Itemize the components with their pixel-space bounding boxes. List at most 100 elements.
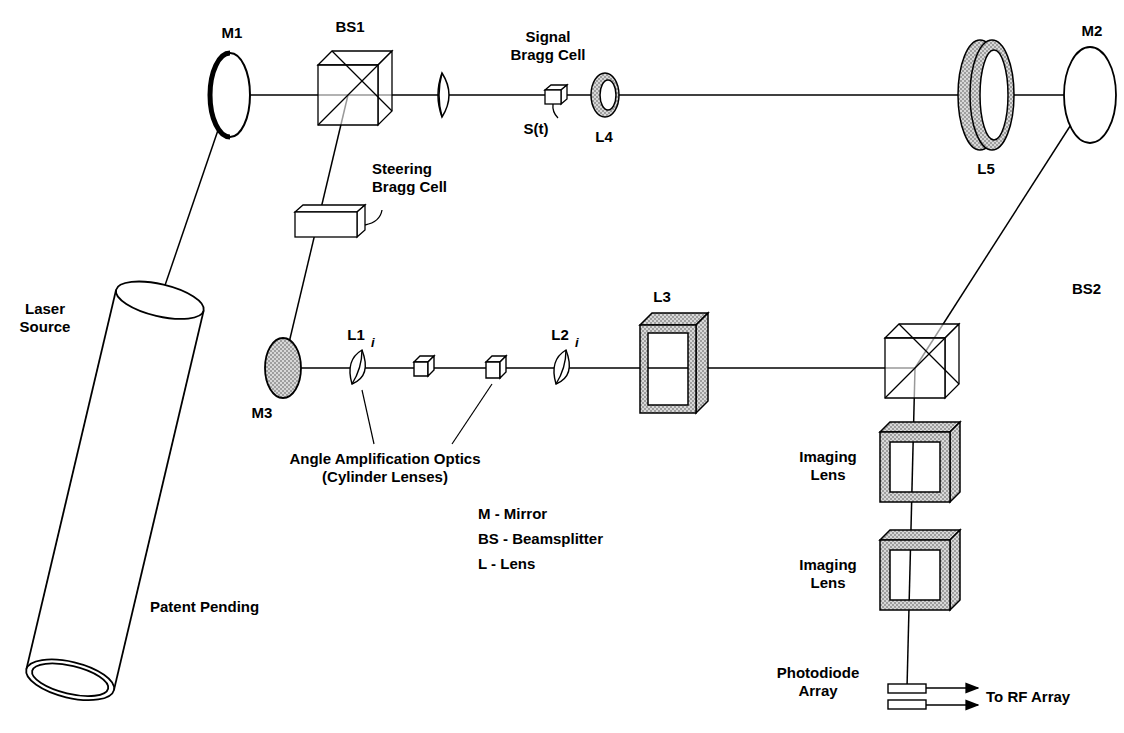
part-label: L4 [595,128,613,146]
part-label: L2 [551,326,569,344]
part-label: L - Lens [478,555,535,573]
cylinder-lens [414,362,428,376]
part-label: BS - Beamsplitter [478,530,603,548]
leader-line [362,390,374,444]
part-label: Imaging Lens [791,556,866,592]
lens-frame [696,313,708,413]
imaging-lens [880,530,960,540]
cylinder-lens [428,356,434,376]
bragg-cell [365,210,382,225]
cylinder-lens [350,350,365,384]
lens [438,73,449,117]
cylinder-lens [486,356,506,378]
beamsplitter-cube [945,324,959,398]
photodiode-array [888,684,926,693]
part-label: L5 [977,160,995,178]
bragg-cell [295,212,357,237]
cylinder-lens [500,356,506,378]
bragg-cell [553,104,558,118]
bragg-cell [545,90,561,104]
lens [591,73,619,117]
part-label: i [575,334,579,352]
part-label: Laser Source [10,300,80,336]
lens-frame [640,313,708,413]
imaging-lens [880,422,960,502]
part-label: Imaging Lens [791,448,866,484]
part-label: Angle Amplification Optics (Cylinder Len… [265,450,505,486]
laser-beam [283,367,915,369]
beamsplitter-cube [318,51,392,125]
part-label: Signal Bragg Cell [505,28,591,64]
mirror [265,338,301,398]
beamsplitter-cube [885,338,945,398]
beamsplitter-cube [318,65,378,125]
part-label: Steering Bragg Cell [372,160,467,196]
beamsplitter-cube [899,324,959,384]
cylinder-lens [350,350,365,384]
lens [439,73,449,117]
cylinder-lens [554,350,569,384]
mirror [210,53,230,137]
lens [980,50,1008,140]
beamsplitter-cube [378,51,392,125]
imaging-lens [880,530,960,610]
part-label: BS2 [1072,280,1101,298]
part-label: M3 [252,404,273,422]
lens [600,80,616,110]
part-label: To RF Array [986,688,1070,706]
photodiode-array [926,704,978,705]
cylinder-lens [556,350,566,384]
photodiode-array [888,684,978,709]
photodiode-array [888,700,926,709]
part-label: Patent Pending [150,598,259,616]
imaging-lens [950,422,960,502]
imaging-lens [880,432,950,502]
cylinder-lens [554,350,569,384]
imaging-lens [950,530,960,610]
part-label: BS1 [335,18,364,36]
laser-source [112,274,207,326]
photodiode-array [926,687,978,688]
imaging-lens [880,422,960,432]
imaging-lens [880,540,950,610]
laser-source [29,657,111,702]
lens [438,73,442,117]
bragg-cell [357,205,365,237]
laser-beam [907,368,915,688]
mirror [1064,47,1116,143]
bragg-cell [561,85,567,104]
cylinder-lens [414,356,434,376]
bragg-cell [295,205,365,212]
laser-source [26,290,116,670]
mirror [210,53,250,137]
beamsplitter-cube [885,338,945,398]
laser-source [22,652,118,708]
laser-source [22,274,207,707]
bragg-cell [295,205,382,237]
part-label: i [371,334,375,352]
laser-source [114,311,204,691]
part-label: Photodiode Array [771,664,866,700]
part-label: L3 [653,288,671,306]
laser-source [26,290,203,690]
laser-beam [160,95,1090,688]
lens [958,40,1014,150]
cylinder-lens [352,350,362,384]
beamsplitter-cube [885,324,959,398]
leader-line [452,384,492,444]
mirror [210,53,250,137]
beamsplitter-cube [332,51,392,111]
mirror [265,338,301,398]
lens-frame [640,325,696,413]
mirror [1064,47,1116,143]
part-label: M2 [1082,22,1103,40]
part-label: M - Mirror [478,505,547,523]
part-label: M1 [222,24,243,42]
part-label: L1 [347,326,365,344]
leader-line [362,384,492,444]
part-label: S(t) [524,120,549,138]
lens [970,40,1014,150]
